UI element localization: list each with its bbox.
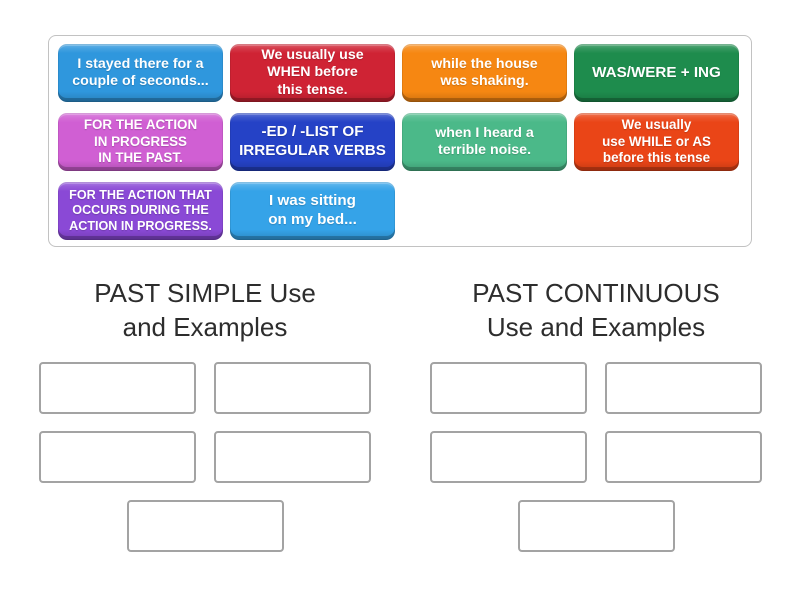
answer-slot[interactable] xyxy=(605,362,762,414)
answer-slot[interactable] xyxy=(605,431,762,483)
answer-slot[interactable] xyxy=(517,500,675,552)
answer-slot[interactable] xyxy=(126,500,284,552)
word-tile-label: We usually use WHILE or AS before this t… xyxy=(602,117,711,166)
word-tile[interactable]: We usually use WHEN before this tense. xyxy=(230,44,395,102)
group-slots xyxy=(39,362,371,552)
word-tile-label: FOR THE ACTION THAT OCCURS DURING THE AC… xyxy=(69,187,212,233)
word-tile[interactable]: FOR THE ACTION THAT OCCURS DURING THE AC… xyxy=(58,182,223,240)
word-tile[interactable]: while the house was shaking. xyxy=(402,44,567,102)
answer-slot[interactable] xyxy=(39,362,196,414)
word-tile-label: when I heard a terrible noise. xyxy=(435,124,534,158)
group-past-simple: PAST SIMPLE Use and Examples xyxy=(39,276,371,552)
tile-tray: I stayed there for a couple of seconds..… xyxy=(48,35,752,247)
word-tile[interactable]: when I heard a terrible noise. xyxy=(402,113,567,171)
word-tile-label: while the house was shaking. xyxy=(431,55,538,89)
group-title-past-simple: PAST SIMPLE Use and Examples xyxy=(94,278,316,342)
word-tile-label: FOR THE ACTION IN PROGRESS IN THE PAST. xyxy=(83,117,198,166)
word-tile-label: -ED / -LIST OF IRREGULAR VERBS xyxy=(239,123,386,159)
word-tile[interactable]: I was sitting on my bed... xyxy=(230,182,395,240)
word-tile[interactable]: We usually use WHILE or AS before this t… xyxy=(574,113,739,171)
word-tile-label: WAS/WERE + ING xyxy=(592,63,721,81)
group-title-past-continuous: PAST CONTINUOUS Use and Examples xyxy=(472,278,720,342)
answer-slot[interactable] xyxy=(430,362,587,414)
word-tile-label: We usually use WHEN before this tense. xyxy=(261,47,364,98)
word-tile-label: I was sitting on my bed... xyxy=(268,192,357,228)
group-past-continuous: PAST CONTINUOUS Use and Examples xyxy=(430,276,762,552)
word-tile[interactable]: -ED / -LIST OF IRREGULAR VERBS xyxy=(230,113,395,171)
answer-slot[interactable] xyxy=(214,362,371,414)
answer-slot[interactable] xyxy=(214,431,371,483)
group-slots xyxy=(430,362,762,552)
word-tile[interactable]: FOR THE ACTION IN PROGRESS IN THE PAST. xyxy=(58,113,223,171)
answer-slot[interactable] xyxy=(430,431,587,483)
word-tile-label: I stayed there for a couple of seconds..… xyxy=(72,55,209,89)
answer-slot[interactable] xyxy=(39,431,196,483)
word-tile[interactable]: WAS/WERE + ING xyxy=(574,44,739,102)
word-tile[interactable]: I stayed there for a couple of seconds..… xyxy=(58,44,223,102)
